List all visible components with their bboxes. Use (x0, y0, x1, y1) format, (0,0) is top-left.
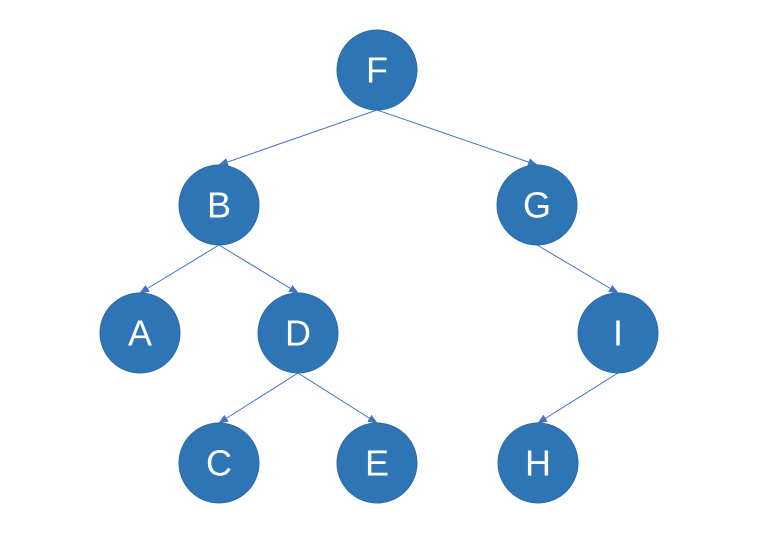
nodes-layer: F B G A D I C E H (99, 29, 659, 504)
node-label-c: C (206, 443, 232, 484)
node-circle-f (336, 29, 418, 111)
node-circle-a (99, 292, 181, 374)
edge-f-b (218, 109, 378, 166)
edges-layer (139, 109, 619, 424)
node-label-a: A (128, 313, 152, 354)
node-h: H (497, 422, 579, 504)
node-circle-i (577, 292, 659, 374)
node-circle-c (178, 422, 260, 504)
node-circle-g (496, 164, 578, 246)
node-e: E (336, 422, 418, 504)
node-circle-e (336, 422, 418, 504)
edge-i-h (537, 372, 619, 424)
node-label-g: G (523, 185, 551, 226)
node-circle-b (178, 164, 260, 246)
node-label-b: B (207, 185, 231, 226)
node-label-h: H (525, 443, 551, 484)
edge-g-i (536, 244, 619, 294)
node-d: D (257, 292, 339, 374)
node-f: F (336, 29, 418, 111)
node-b: B (178, 164, 260, 246)
node-g: G (496, 164, 578, 246)
edge-d-c (218, 372, 299, 424)
node-c: C (178, 422, 260, 504)
node-a: A (99, 292, 181, 374)
node-circle-d (257, 292, 339, 374)
edge-b-d (218, 244, 299, 294)
edge-f-g (376, 109, 538, 166)
node-i: I (577, 292, 659, 374)
node-label-f: F (366, 50, 388, 91)
node-label-d: D (285, 313, 311, 354)
edge-b-a (139, 244, 220, 294)
node-label-i: I (613, 313, 623, 354)
edge-d-e (297, 372, 378, 424)
node-label-e: E (365, 443, 389, 484)
node-circle-h (497, 422, 579, 504)
